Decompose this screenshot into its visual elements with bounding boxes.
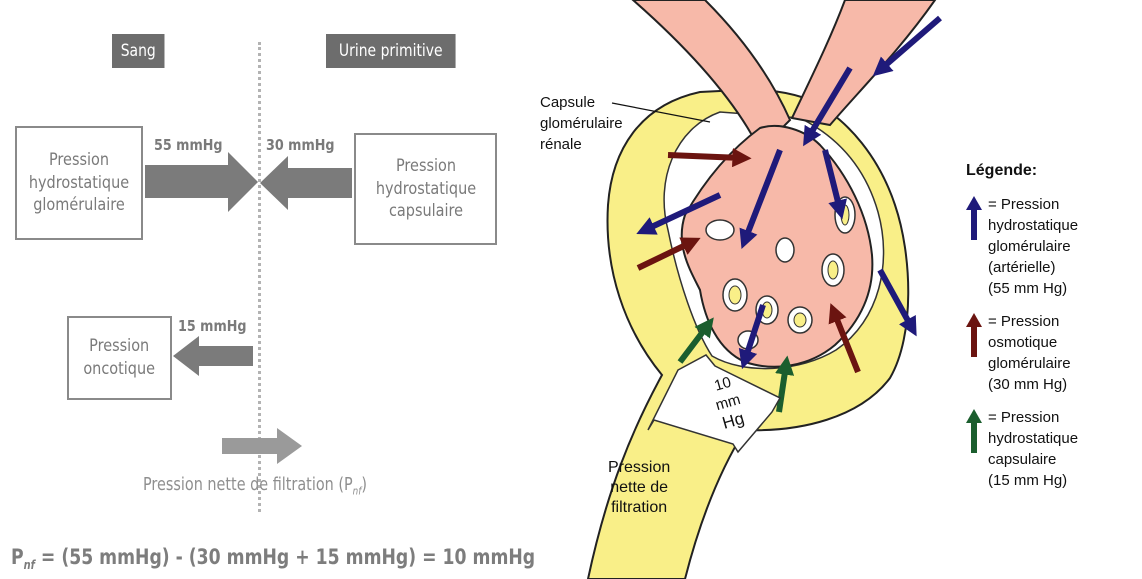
net-filtration-subscript: nf xyxy=(353,485,362,498)
legend-title: Légende: xyxy=(966,162,1142,180)
formula-expression: = (55 mmHg) - (30 mmHg + 15 mmHg) = 10 m… xyxy=(35,545,535,569)
capsule-label: Capsule glomérulaire rénale xyxy=(540,92,623,155)
legend-item: = Pression hydrostatique capsulaire (15 … xyxy=(966,407,1142,491)
left-diagram: Sang Urine primitive Pression hydrostati… xyxy=(0,0,520,579)
net-filtration-suffix: ) xyxy=(361,474,367,495)
legend-item-text: = Pression hydrostatique glomérulaire (a… xyxy=(988,194,1078,299)
legend-items: = Pression hydrostatique glomérulaire (a… xyxy=(966,194,1142,491)
formula-subscript: nf xyxy=(24,558,35,572)
legend-item: = Pression hydrostatique glomérulaire (a… xyxy=(966,194,1142,299)
efferent-vessel xyxy=(792,0,935,125)
oncotic-pressure-arrow xyxy=(173,336,253,376)
net-filtration-label: Pression nette de filtration (Pnf) xyxy=(143,474,367,498)
legend-item: = Pression osmotique glomérulaire (30 mm… xyxy=(966,311,1142,395)
glomerular-pressure-arrow xyxy=(145,152,258,212)
net-filtration-illustration-label: Pression nette de filtration xyxy=(608,458,670,518)
formula-p: P xyxy=(11,545,24,569)
capsular-pressure-arrow xyxy=(260,156,352,210)
legend-arrow-icon xyxy=(966,196,982,240)
legend-arrow-icon xyxy=(966,313,982,357)
legend: Légende: = Pression hydrostatique glomér… xyxy=(966,162,1142,491)
legend-item-text: = Pression osmotique glomérulaire (30 mm… xyxy=(988,311,1071,395)
right-diagram: Capsule glomérulaire rénale 10 mm Hg Pre… xyxy=(520,0,1142,579)
net-filtration-text: Pression nette de filtration (P xyxy=(143,474,353,495)
legend-arrow-icon xyxy=(966,409,982,453)
formula: Pnf = (55 mmHg) - (30 mmHg + 15 mmHg) = … xyxy=(11,545,535,572)
legend-item-text: = Pression hydrostatique capsulaire (15 … xyxy=(988,407,1078,491)
net-filtration-arrow xyxy=(222,428,302,464)
